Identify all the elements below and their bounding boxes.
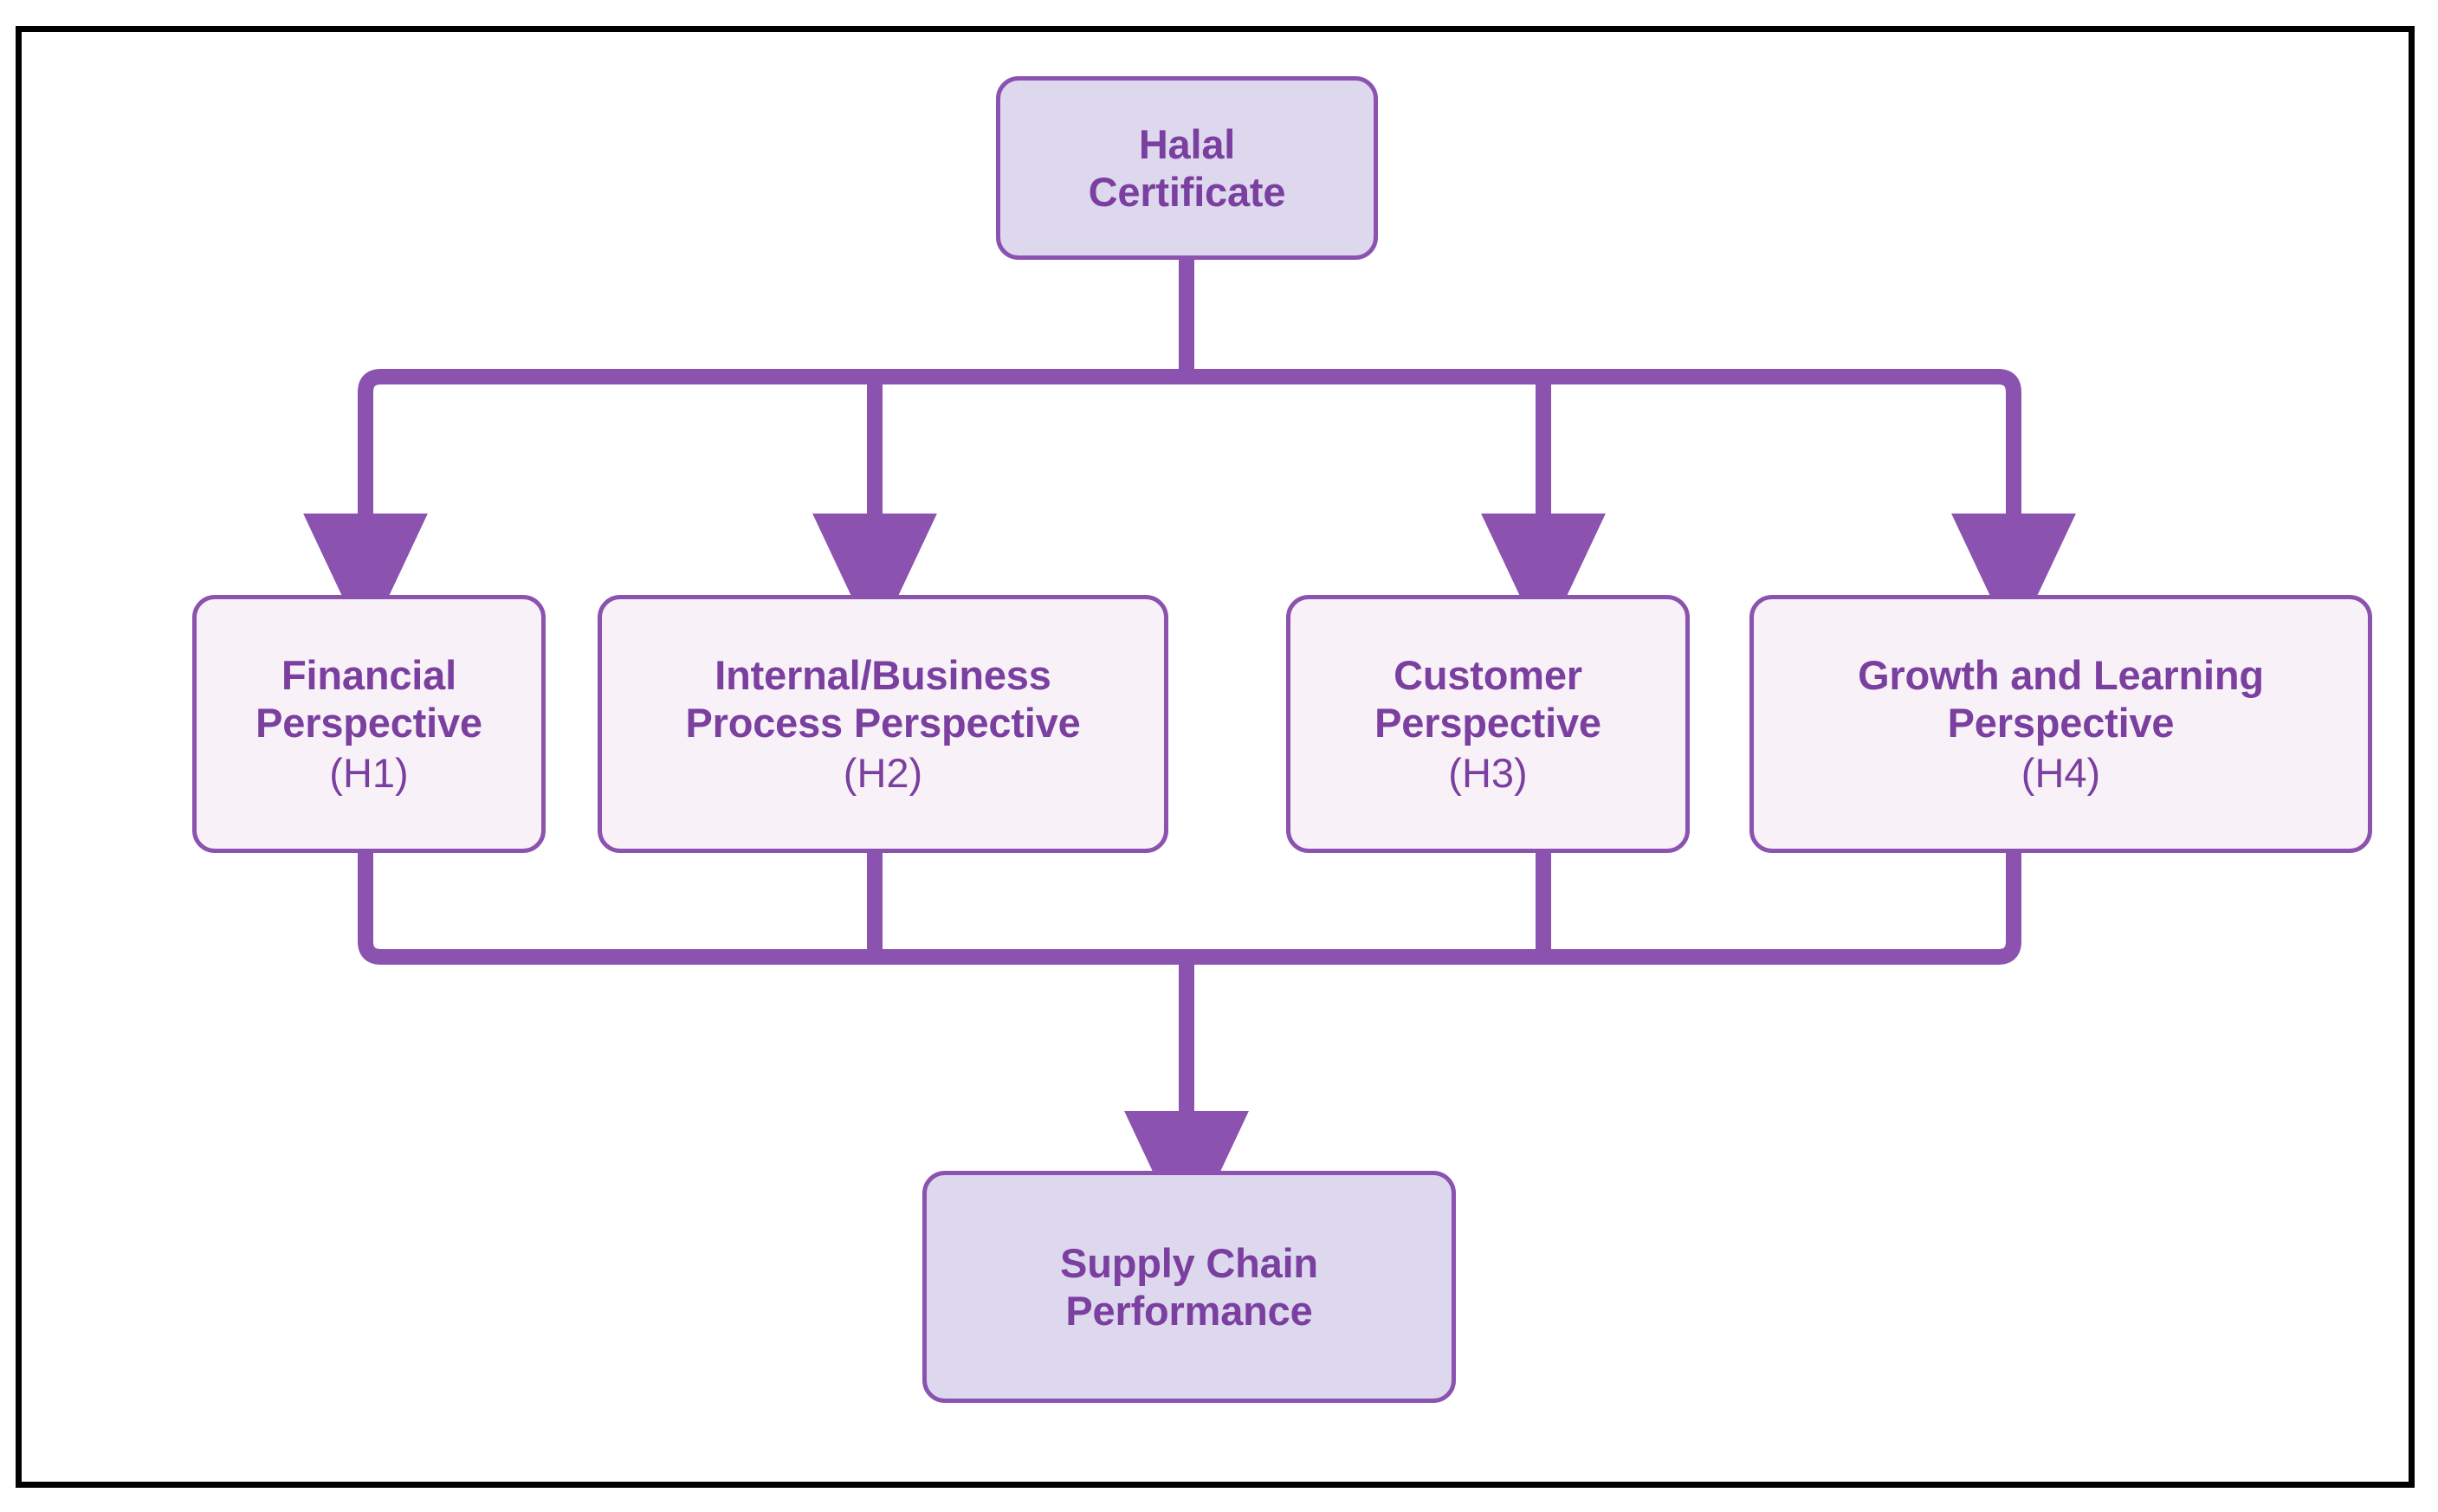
node-title: Growth and Learning Perspective	[1858, 651, 2264, 746]
node-title: Internal/Business Process Perspective	[685, 651, 1081, 746]
node-internal-business-process-perspective[interactable]: Internal/Business Process Perspective (H…	[598, 595, 1168, 853]
node-supply-chain-performance[interactable]: Supply Chain Performance	[922, 1171, 1456, 1403]
node-financial-perspective[interactable]: Financial Perspective (H1)	[192, 595, 546, 853]
node-growth-and-learning-perspective[interactable]: Growth and Learning Perspective (H4)	[1749, 595, 2372, 853]
node-title: Financial Perspective	[255, 651, 482, 746]
node-customer-perspective[interactable]: Customer Perspective (H3)	[1286, 595, 1690, 853]
node-hypothesis-tag: (H1)	[329, 749, 409, 796]
node-hypothesis-tag: (H3)	[1448, 749, 1528, 796]
node-halal-certificate[interactable]: Halal Certificate	[996, 76, 1378, 260]
node-title: Supply Chain Performance	[1060, 1239, 1318, 1334]
node-title: Customer Perspective	[1374, 651, 1601, 746]
node-title: Halal Certificate	[1088, 120, 1286, 215]
node-hypothesis-tag: (H2)	[843, 749, 923, 796]
node-hypothesis-tag: (H4)	[2021, 749, 2101, 796]
